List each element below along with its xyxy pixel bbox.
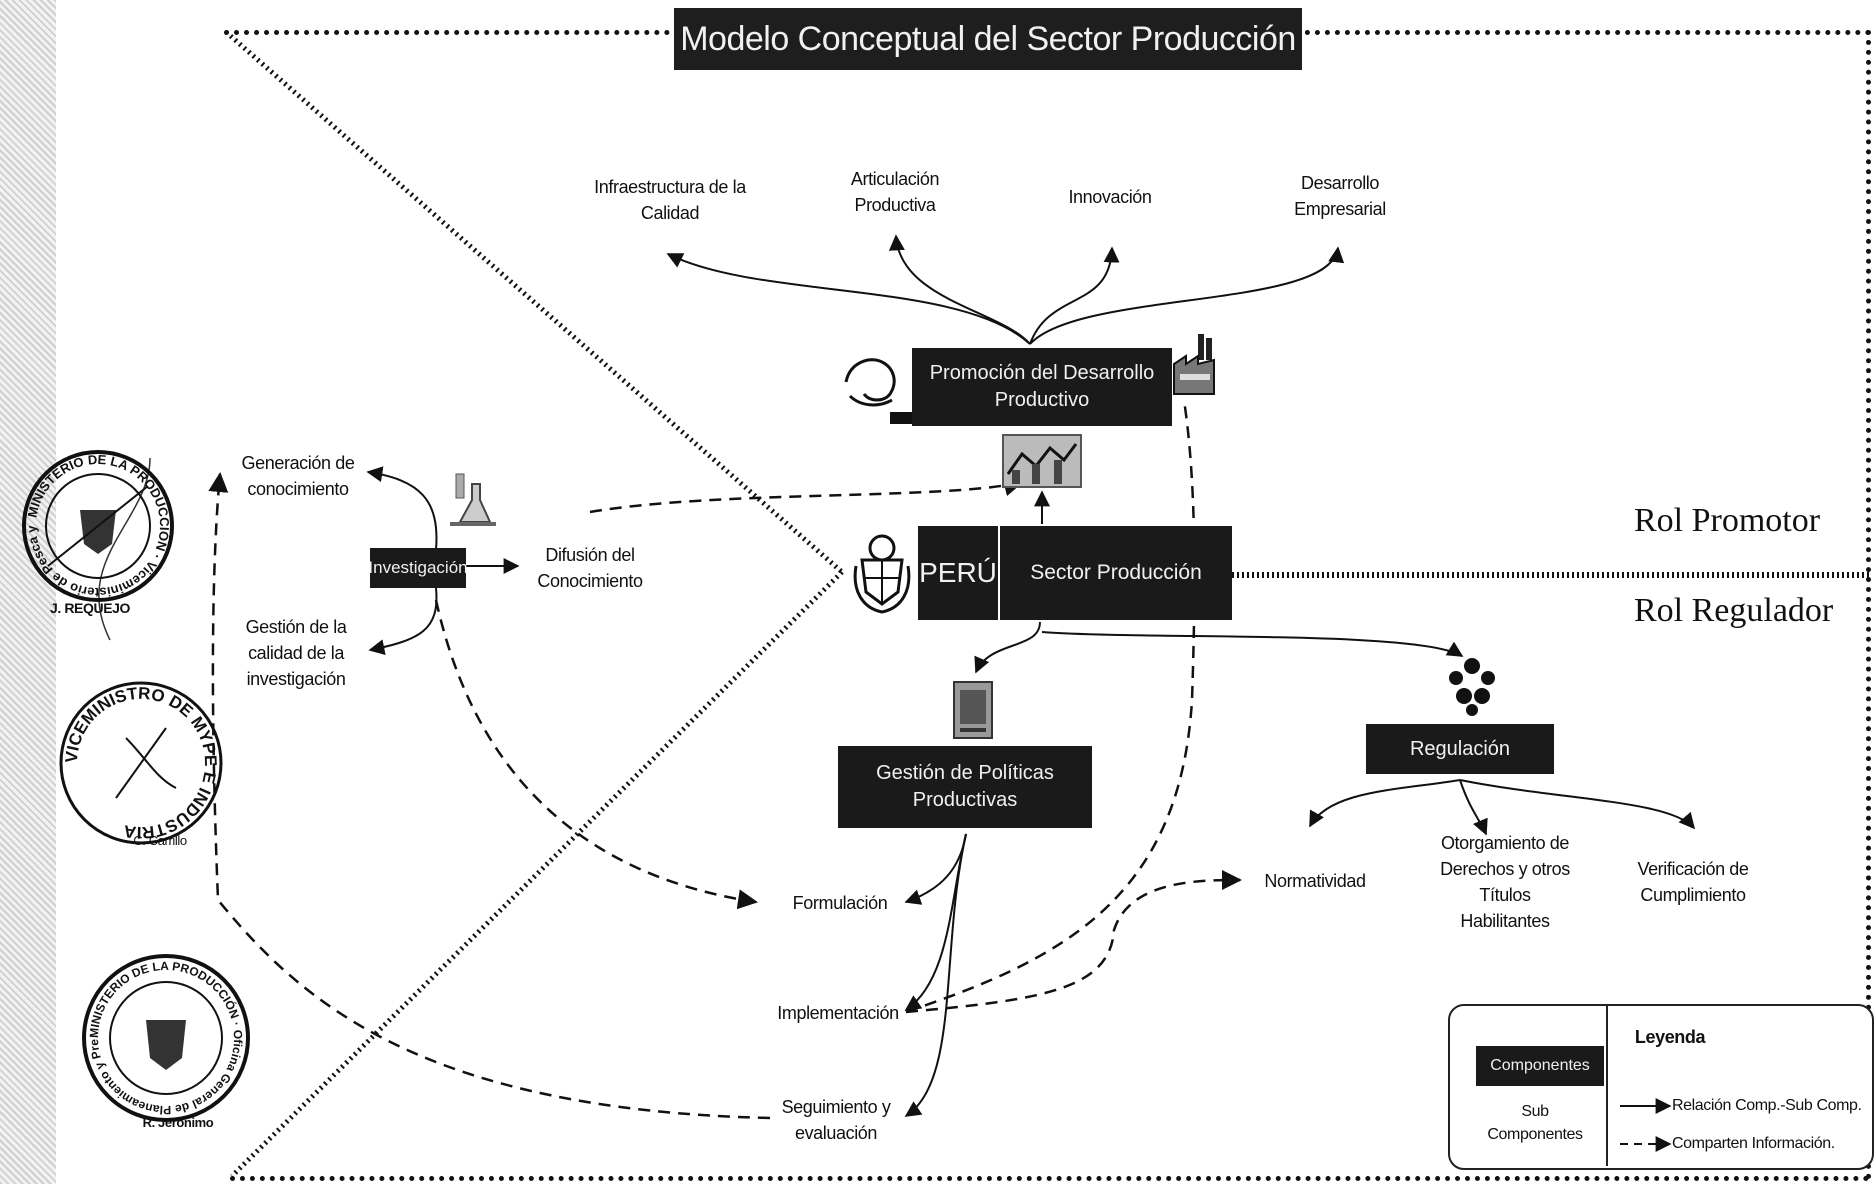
- seal-oficina-planeamiento: MINISTERIO DE LA PRODUCCIÓN · Oficina Ge…: [74, 939, 254, 1126]
- frame-right-border: [1866, 30, 1871, 1180]
- dashed-seguimiento-to-generacion: [208, 472, 771, 1120]
- seal-ministerio-pesca: MINISTERIO DE LA PRODUCCIÓN · Viceminist…: [13, 434, 178, 606]
- arrow-to-generacion: [366, 466, 438, 551]
- diagram-title: Modelo Conceptual del Sector Producción: [674, 8, 1302, 70]
- sub-infraestructura: Infraestructura de la Calidad: [594, 177, 746, 224]
- legend-subcomponentes: Sub Componentes: [1487, 1103, 1583, 1144]
- seal-connector: [98, 457, 151, 641]
- sub-generacion: Generación de conocimiento: [241, 453, 355, 500]
- people-group-icon: [1444, 656, 1500, 716]
- peru-label: PERÚ: [918, 526, 998, 620]
- dashed-implementacion-to-normatividad: [905, 870, 1242, 1014]
- legend-title: Leyenda: [1634, 1027, 1706, 1047]
- dashed-implementacion-to-promocion: [905, 399, 1196, 1014]
- component-investigacion: Investigación: [368, 548, 468, 588]
- chart-icon: [1002, 434, 1082, 488]
- legend-comparten: Comparten Información.: [1672, 1135, 1835, 1152]
- component-gestion: Gestión de Políticas Productivas: [838, 746, 1092, 828]
- arrow-to-articulacion: [888, 234, 1031, 345]
- zone-line-lower: [230, 570, 844, 1178]
- legend-arrows: [1620, 1098, 1672, 1152]
- sub-gestion-calidad: Gestión de la calidad de la investigació…: [245, 617, 347, 690]
- component-regulacion: Regulación: [1366, 724, 1554, 774]
- rol-promotor: Rol Promotor: [1634, 502, 1821, 539]
- seal2-signature: C. Carrillo: [133, 833, 187, 848]
- arrow-to-desarrollo: [1029, 246, 1345, 345]
- sub-normatividad: Normatividad: [1264, 871, 1366, 891]
- sub-difusion: Difusión del Conocimiento: [537, 545, 643, 592]
- arrow-to-gestion-calidad: [368, 587, 438, 656]
- factory-icon: [1172, 334, 1216, 396]
- peru-coat-of-arms-icon: [852, 530, 912, 614]
- rol-regulador: Rol Regulador: [1634, 592, 1834, 629]
- sector-produccion: Sector Producción: [1000, 526, 1232, 620]
- arrow-to-verificacion: [1459, 779, 1696, 830]
- legend-divider: [1606, 1006, 1608, 1166]
- handshake-icon: [840, 342, 912, 426]
- legend-relacion: Relación Comp.-Sub Comp.: [1672, 1097, 1862, 1114]
- arrow-sector-to-gestion: [974, 621, 1041, 674]
- zone-line-upper: [224, 30, 844, 574]
- arrow-to-seguimiento: [904, 833, 967, 1117]
- lab-flask-icon: [446, 470, 498, 528]
- document-icon: [952, 680, 994, 740]
- arrow-sector-to-regulacion: [1041, 631, 1464, 657]
- arrow-to-innovacion: [1029, 246, 1120, 345]
- arrow-to-otorgamiento: [1459, 779, 1488, 836]
- sub-articulacion: Articulación Productiva: [850, 169, 940, 216]
- dashed-difusion-to-promocion: [589, 476, 1024, 514]
- frame-bottom-border: [230, 1176, 1870, 1181]
- sub-implementacion: Implementación: [777, 1003, 899, 1023]
- seal-viceministro-mype: VICEMINISTRO DE MYPE E INDUSTRIA: [56, 678, 226, 848]
- arrow-to-infraestructura: [666, 253, 1031, 345]
- sub-verificacion: Verificación de Cumplimiento: [1637, 859, 1749, 906]
- legend-componentes: Componentes: [1476, 1046, 1604, 1086]
- sub-formulacion: Formulación: [792, 893, 888, 913]
- sub-desarrollo: Desarrollo Empresarial: [1294, 173, 1386, 220]
- scan-margin-strip: [0, 0, 56, 1184]
- seal1-signature: J. REQUEJO: [49, 600, 131, 616]
- dashed-investigacion-to-formulacion: [434, 599, 758, 910]
- legend-box: Leyenda Componentes Sub Componentes Rela…: [1448, 1004, 1874, 1170]
- sub-seguimiento: Seguimiento y evaluación: [781, 1097, 891, 1144]
- sub-innovacion: Innovación: [1068, 187, 1152, 207]
- component-promocion: Promoción del Desarrollo Productivo: [912, 348, 1172, 426]
- sub-otorgamiento: Otorgamiento de Derechos y otros Títulos…: [1440, 833, 1570, 932]
- arrow-to-normatividad: [1309, 779, 1461, 828]
- seal3-signature: R. Jerónimo: [142, 1115, 214, 1130]
